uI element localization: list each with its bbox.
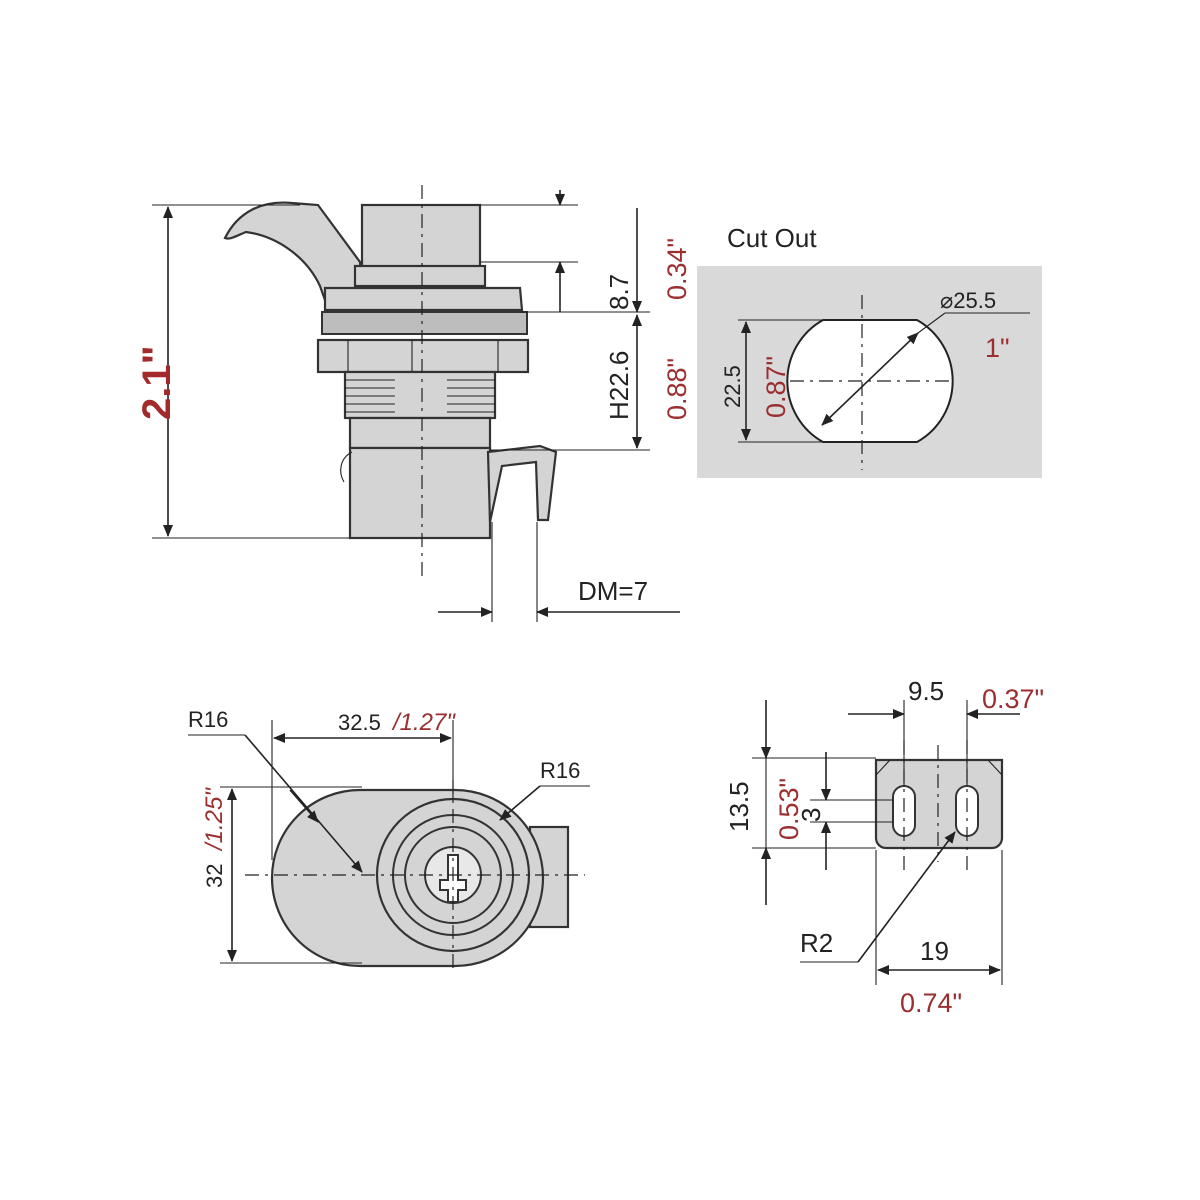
radius-left-label: R16 — [188, 707, 228, 732]
cutout-diameter-in: 1" — [985, 333, 1010, 363]
thread-height-mm: H22.6 — [604, 351, 634, 420]
threaded-body — [343, 370, 497, 420]
cutout-title: Cut Out — [727, 223, 817, 253]
width-mm: 32 — [202, 864, 227, 888]
spring-clip — [340, 451, 353, 483]
width-in: /1.25" — [201, 787, 228, 852]
lever-handle — [223, 201, 364, 302]
cutout-flat-mm: 22.5 — [720, 365, 745, 408]
cutout-diameter-mm: ⌀25.5 — [940, 288, 996, 313]
overall-height-in: 2.1" — [135, 345, 179, 420]
lock-body — [348, 446, 492, 540]
hex-nut — [316, 338, 530, 374]
cylinder-ring-2 — [404, 826, 502, 924]
slot-spacing-in: 0.37" — [982, 684, 1044, 714]
cutout-view: Cut Out ⌀25.5 1" 22.5 0.87" — [697, 223, 1042, 478]
top-knob — [360, 203, 482, 269]
slot-spacing-mm: 9.5 — [908, 676, 944, 706]
side-view: 2.1" 8.7 0.34" H22.6 0.88" DM=7 — [135, 185, 692, 622]
thread-lines — [345, 379, 495, 413]
top-height-in: 0.34" — [662, 238, 692, 300]
knob-collar — [353, 264, 487, 288]
flange-plate — [323, 286, 524, 312]
bracket-width-in: 0.74" — [900, 988, 962, 1018]
bracket-view: 9.5 0.37" 13.5 0.53" 3 R2 19 0.74" — [724, 676, 1044, 1018]
washer — [321, 311, 528, 335]
lower-housing — [348, 416, 492, 450]
bracket-height-in: 0.53" — [774, 778, 804, 840]
bracket-width-mm: 19 — [920, 936, 949, 966]
cutout-flat-in: 0.87" — [761, 356, 791, 418]
length-mm: 32.5 — [338, 710, 381, 735]
slot-width-mm: 3 — [796, 808, 826, 822]
cam-bracket — [486, 444, 558, 523]
bracket-height-mm: 13.5 — [724, 781, 754, 832]
length-in: /1.27" — [391, 709, 456, 736]
slot-radius-label: R2 — [800, 928, 833, 958]
top-height-mm: 8.7 — [604, 274, 634, 310]
cam-offset-label: DM=7 — [578, 576, 648, 606]
top-view: R16 32.5 /1.27" R16 32 /1.25" — [188, 707, 590, 970]
thread-height-in: 0.88" — [662, 358, 692, 420]
radius-right-label: R16 — [540, 758, 580, 783]
